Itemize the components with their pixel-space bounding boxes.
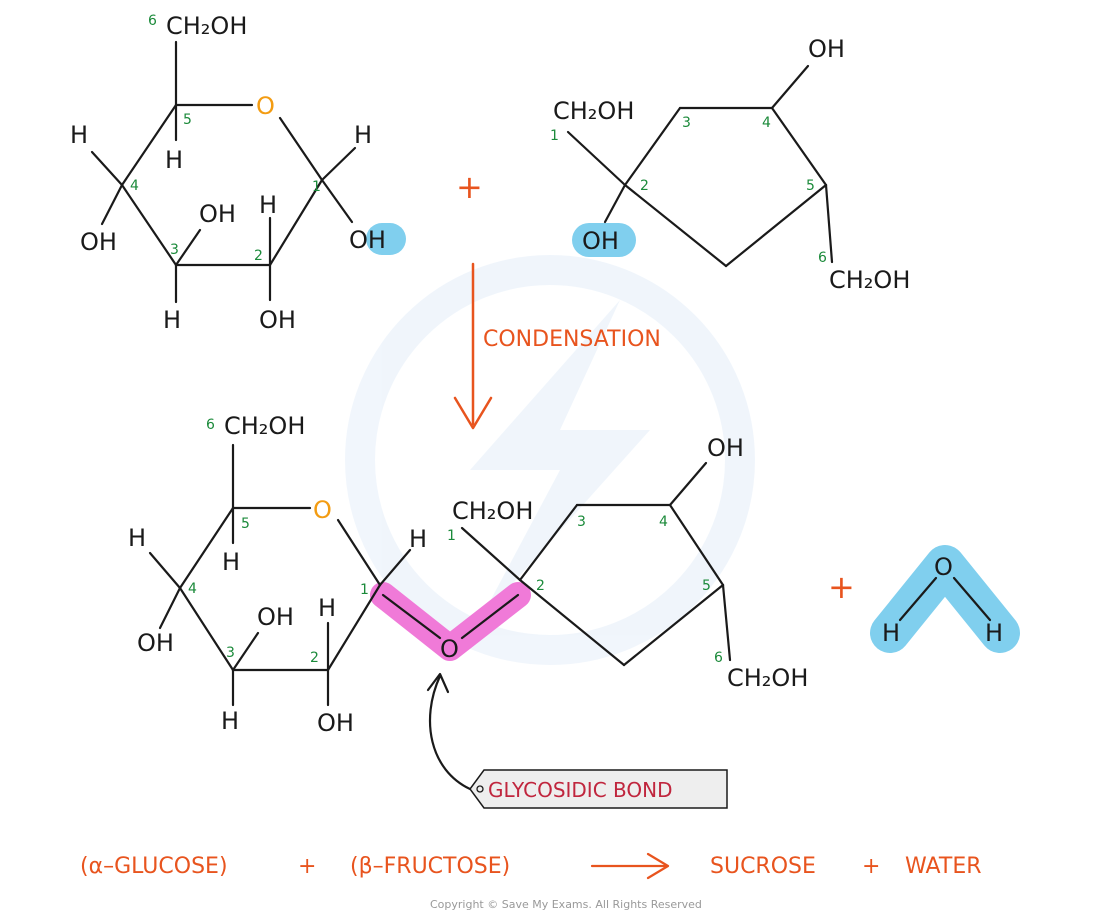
equation-plus-1: + [298,854,316,879]
condensation-label: CONDENSATION [483,327,661,352]
glucose-oh-c2: OH [259,306,296,334]
fructose-ch2oh-c6: CH₂OH [829,266,910,294]
glucose-oh-c3: OH [199,200,236,228]
equation-arrow [590,852,670,880]
bridge-oxygen: O [440,635,459,663]
glucose-top: O CH₂OH H H OH H OH OH H H OH 1 2 3 4 5 … [70,12,406,334]
sucrose-ring-oxygen: O [313,496,332,524]
glucose-c4-number: 4 [130,178,139,194]
sucrose-h-c5: H [222,548,240,576]
equation-plus-2: + [862,854,880,879]
glucose-oh-highlight [366,223,406,255]
glucose-h-c2: H [259,191,277,219]
water-oxygen: O [934,553,953,581]
fructose-ch2oh-c1: CH₂OH [553,97,634,125]
glucose-ring-oxygen: O [256,92,275,120]
glucose-ch2oh: CH₂OH [166,12,247,40]
equation-sucrose: SUCROSE [710,854,816,879]
fructose-c4-number: 4 [762,115,771,131]
fructose-oh-highlight [572,223,636,257]
sucrose-fructose-ch2oh-c6: CH₂OH [727,664,808,692]
glucose-h-c4: H [70,121,88,149]
fructose-c2-number: 2 [640,178,649,194]
copyright-text: Copyright © Save My Exams. All Rights Re… [430,898,702,911]
glycosidic-bond-label: GLYCOSIDIC BOND [488,778,673,802]
watermark-logo [345,255,755,665]
fructose-oh-c4: OH [808,35,845,63]
sucrose-glu-c1-number: 1 [360,582,369,598]
plus-top: + [456,168,483,206]
fructose-oh-c2: OH [582,227,619,255]
glucose-c3-number: 3 [170,242,179,258]
fructose-c3-number: 3 [682,115,691,131]
fructose-c1-number: 1 [550,128,559,144]
water-hydrogen-left: H [882,619,900,647]
sucrose-fru-c1-number: 1 [447,528,456,544]
water-hydrogen-right: H [985,619,1003,647]
glucose-h-c3: H [163,306,181,334]
sucrose-fructose-oh-c4: OH [707,434,744,462]
glucose-c6-number: 6 [148,13,157,29]
sucrose-h-c3: H [221,707,239,735]
glucose-c2-number: 2 [254,248,263,264]
glycosidic-tag-shape [469,769,728,809]
sucrose-oh-c2: OH [317,709,354,737]
glucose-h-c1: H [354,121,372,149]
sucrose-h-c1: H [409,525,427,553]
equation-water: WATER [905,854,982,879]
condensation-arrow [453,262,493,430]
sucrose-h-c4: H [128,524,146,552]
sucrose-h-c2: H [318,594,336,622]
word-equation: (α–GLUCOSE) + (β–FRUCTOSE) SUCROSE + WAT… [80,852,982,880]
fructose-c6-number: 6 [818,250,827,266]
sucrose-oh-c3: OH [257,603,294,631]
sucrose-fructose-ch2oh-c1: CH₂OH [452,497,533,525]
sucrose-glu-c3-number: 3 [226,645,235,661]
equation-alpha-glucose: (α–GLUCOSE) [80,854,228,879]
water-molecule: O H H [870,545,1020,653]
sucrose-oh-c4: OH [137,629,174,657]
plus-bottom: + [828,568,855,606]
sucrose-molecule: O CH₂OH H H H OH OH H H OH 1 2 3 4 5 6 O… [128,412,808,737]
glucose-oh-c1: OH [349,226,386,254]
glucose-oh-c4: OH [80,228,117,256]
sucrose-glucose-ch2oh: CH₂OH [224,412,305,440]
sucrose-glu-c6-number: 6 [206,417,215,433]
sucrose-glu-c5-number: 5 [241,516,250,532]
sucrose-fru-c6-number: 6 [714,650,723,666]
sucrose-glu-c4-number: 4 [188,581,197,597]
sucrose-fru-c2-number: 2 [536,578,545,594]
sucrose-fru-c3-number: 3 [577,514,586,530]
glucose-h-c5: H [165,146,183,174]
sucrose-fru-c4-number: 4 [659,514,668,530]
fructose-c5-number: 5 [806,178,815,194]
equation-beta-fructose: (β–FRUCTOSE) [350,854,510,879]
sucrose-fru-c5-number: 5 [702,578,711,594]
fructose-top: CH₂OH OH OH CH₂OH 1 2 3 4 5 6 [550,35,910,294]
glycosidic-bond-callout: GLYCOSIDIC BOND [426,672,728,809]
glucose-c5-number: 5 [183,112,192,128]
glucose-c1-number: 1 [312,179,321,195]
sucrose-glu-c2-number: 2 [310,650,319,666]
